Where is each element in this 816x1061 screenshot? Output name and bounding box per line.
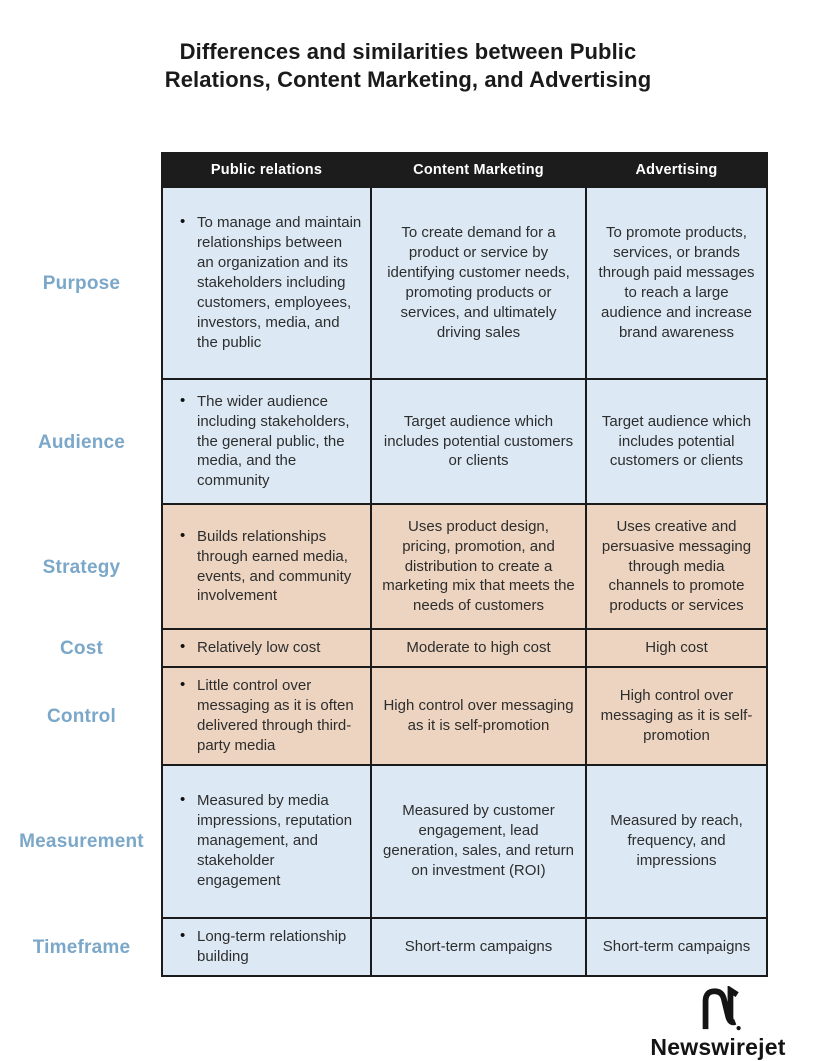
cell-audience-content-marketing: Target audience which includes potential…: [370, 378, 587, 505]
cell-purpose-advertising: To promote products, services, or brands…: [585, 186, 768, 380]
cell-text: Builds relationships through earned medi…: [178, 526, 362, 607]
cell-control-content-marketing: High control over messaging as it is sel…: [370, 665, 587, 766]
row-label-timeframe: Timeframe: [32, 936, 131, 958]
cell-text: Little control over messaging as it is o…: [178, 675, 362, 756]
row-label-cost: Cost: [59, 637, 104, 659]
cell-control-advertising: High control over messaging as it is sel…: [585, 665, 768, 766]
cell-strategy-public-relations: Builds relationships through earned medi…: [161, 503, 372, 630]
row-label-audience: Audience: [37, 431, 126, 453]
cell-text: Relatively low cost: [178, 637, 320, 658]
page-title: Differences and similarities between Pub…: [164, 39, 652, 92]
row-label-measurement: Measurement: [19, 831, 144, 853]
cell-audience-public-relations: The wider audience including stakeholder…: [161, 378, 372, 505]
cell-text: Long-term relationship building: [178, 926, 362, 967]
cell-control-public-relations: Little control over messaging as it is o…: [161, 665, 372, 766]
cell-timeframe-content-marketing: Short-term campaigns: [370, 916, 587, 977]
cell-text: Measured by media impressions, reputatio…: [178, 790, 362, 891]
cell-timeframe-advertising: Short-term campaigns: [585, 916, 768, 977]
cell-strategy-advertising: Uses creative and persuasive messaging t…: [585, 503, 768, 630]
header-gutter: [0, 152, 163, 188]
cell-strategy-content-marketing: Uses product design, pricing, promotion,…: [370, 503, 587, 630]
newswirejet-logo-icon: [702, 986, 741, 1031]
comparison-table: Public relations Content Marketing Adver…: [0, 152, 768, 977]
cell-audience-advertising: Target audience which includes potential…: [585, 378, 768, 505]
row-label-control: Control: [47, 705, 116, 727]
row-label-strategy: Strategy: [42, 556, 121, 578]
column-header-public-relations: Public relations: [161, 152, 372, 188]
brand-footer: Newswirejet: [638, 986, 798, 1061]
row-label-purpose: Purpose: [42, 273, 121, 294]
column-header-content-marketing: Content Marketing: [370, 152, 587, 188]
cell-purpose-content-marketing: To create demand for a product or servic…: [370, 186, 587, 380]
cell-timeframe-public-relations: Long-term relationship building: [161, 916, 372, 977]
cell-measurement-advertising: Measured by reach, frequency, and impres…: [585, 763, 768, 919]
cell-cost-advertising: High cost: [585, 628, 768, 668]
brand-name: Newswirejet: [650, 1034, 786, 1060]
cell-text: The wider audience including stakeholder…: [178, 391, 362, 492]
cell-cost-public-relations: Relatively low cost: [161, 628, 372, 668]
cell-measurement-content-marketing: Measured by customer engagement, lead ge…: [370, 763, 587, 919]
column-header-advertising: Advertising: [585, 152, 768, 188]
cell-text: To manage and maintain relationships bet…: [178, 212, 362, 353]
cell-purpose-public-relations: To manage and maintain relationships bet…: [161, 186, 372, 380]
cell-measurement-public-relations: Measured by media impressions, reputatio…: [161, 763, 372, 919]
cell-cost-content-marketing: Moderate to high cost: [370, 628, 587, 668]
